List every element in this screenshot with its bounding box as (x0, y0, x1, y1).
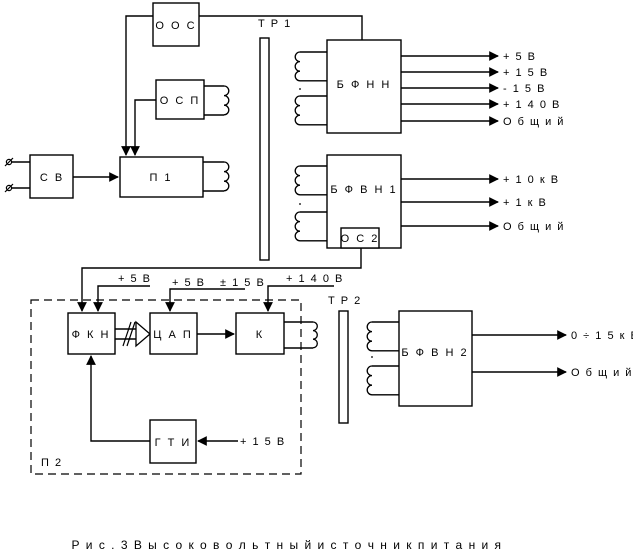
k-label: К (256, 329, 264, 341)
cap-block: Ц А П (149, 312, 198, 355)
bfnn-out-common: О б щ и й (503, 116, 565, 128)
wire-plus5-fkn (93, 285, 150, 312)
wire-osp-p1 (130, 99, 156, 156)
bfnn-out-plus15: + 1 5 В (503, 67, 549, 79)
bfnn-output-arrows (401, 51, 499, 126)
cap-supply-plus5: + 5 В (172, 277, 206, 289)
bfvn1-out-common: О б щ и й (503, 221, 565, 233)
wire-gti-fkn (86, 355, 150, 442)
bfvn2-out-common: О б щ и й (571, 367, 633, 379)
sv-block: С В (29, 154, 74, 199)
fkn-label: Ф К Н (72, 329, 111, 341)
p2-label: П 2 (41, 457, 63, 469)
tr2-label: Т Р 2 (328, 295, 362, 307)
k-block: К (235, 312, 285, 355)
k-supply-label: + 1 4 0 В (286, 273, 344, 285)
bfvn2-out-range: 0 ÷ 1 5 к В (571, 330, 633, 342)
bfnn-label: Б Ф Н Н (337, 79, 392, 91)
p2-frame: П 2 (30, 299, 302, 475)
fkn-supply-label: + 5 В (118, 273, 152, 285)
bfnn-output-labels: + 5 В + 1 5 В - 1 5 В + 1 4 0 В О б щ и … (503, 51, 565, 128)
os2-label: О С 2 (341, 233, 380, 245)
bfnn-out-plus5: + 5 В (503, 51, 537, 63)
wire-oos-p1 (121, 15, 153, 156)
osp-label: О С П (160, 95, 201, 107)
gti-supply-label: + 1 5 В (240, 436, 286, 448)
bfvn2-output-labels: 0 ÷ 1 5 к В О б щ и й (571, 330, 633, 379)
wire-supply-cap (165, 288, 245, 312)
p1-coil (203, 161, 230, 192)
digital-bus (115, 320, 151, 348)
oos-block: О О С (152, 2, 200, 47)
p1-block: П 1 (119, 156, 204, 198)
bfvn2-output-arrows (472, 330, 567, 377)
gti-block: Г Т И (149, 419, 197, 464)
tr2-core: Т Р 2 (328, 295, 362, 424)
os2-block: О С 2 (340, 227, 380, 249)
tr1-label: Т Р 1 (258, 18, 292, 30)
bfnn-out-plus140: + 1 4 0 В (503, 99, 561, 111)
bfnn-coils (294, 51, 327, 126)
bfvn2-label: Б Ф В Н 2 (401, 347, 468, 359)
bfvn2-coils (366, 321, 399, 396)
figure-caption: Р и с . 3 В ы с о к о в о л ь т н ы й и … (71, 538, 502, 552)
sv-label: С В (40, 172, 64, 184)
bfvn2-block: Б Ф В Н 2 (398, 310, 473, 407)
bfvn1-label: Б Ф В Н 1 (330, 184, 397, 196)
fkn-block: Ф К Н (67, 312, 116, 355)
wire-bfnn-oos (199, 15, 363, 40)
bfvn1-out-plus1kv: + 1 к В (503, 197, 547, 209)
bfvn1-output-labels: + 1 0 к В + 1 к В О б щ и й (503, 174, 565, 233)
gti-label: Г Т И (155, 437, 192, 449)
osp-block: О С П (155, 79, 205, 120)
bfvn1-output-arrows (401, 174, 499, 231)
oos-label: О О С (155, 20, 196, 32)
tr1-core: Т Р 1 (258, 18, 292, 261)
bfvn1-coils (294, 165, 327, 242)
bfnn-out-minus15: - 1 5 В (503, 83, 546, 95)
bfvn1-out-plus10kv: + 1 0 к В (503, 174, 560, 186)
input-terminals (4, 157, 30, 193)
wire-os2-fkn (77, 248, 362, 312)
cap-supply-pm15: ± 1 5 В (220, 277, 265, 289)
osp-coil (204, 85, 230, 116)
bfnn-block: Б Ф Н Н (326, 39, 402, 134)
wire-plus140-k (263, 285, 334, 312)
k-coil (284, 321, 318, 349)
cap-label: Ц А П (153, 329, 193, 341)
p1-label: П 1 (149, 172, 172, 184)
